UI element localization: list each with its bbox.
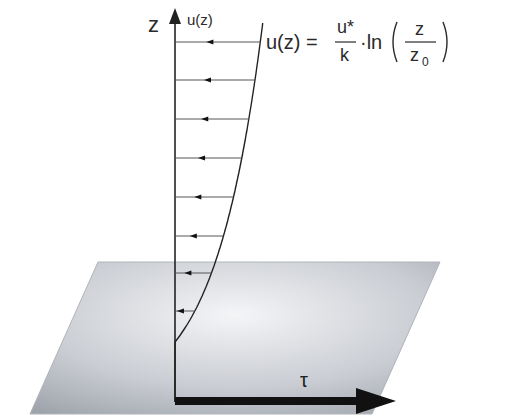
velocity-arrow-head [190,234,197,239]
velocity-arrow [175,119,249,120]
shear-stress-label: τ [300,370,308,390]
profile-label: u(z) [187,12,213,27]
formula-numerator: z [415,20,424,38]
velocity-arrow [175,80,255,81]
formula-denominator: z [410,46,419,64]
fraction-bar [335,41,356,42]
velocity-arrow-head [204,78,211,83]
velocity-arrow-head [201,117,208,122]
shear-stress-arrow-head [356,388,396,414]
velocity-arrow-head [177,309,184,314]
velocity-arrow [175,42,260,43]
axis-label: z [148,14,159,36]
velocity-arrow-head [198,156,205,161]
shear-stress-arrow [175,397,360,405]
z-axis-head [169,8,181,24]
left-parenthesis [393,22,397,62]
velocity-arrow-head [184,271,191,276]
velocity-arrow [175,236,223,237]
velocity-arrow-head [206,40,213,45]
velocity-arrow [175,197,234,198]
velocity-arrow [175,273,211,274]
formula-subscript: 0 [422,56,429,68]
velocity-arrow-head [194,195,201,200]
fraction-bar [405,41,436,42]
velocity-arrow [175,158,242,159]
velocity-profile [175,23,263,402]
formula-log: ·ln [360,32,382,52]
right-parenthesis [443,22,447,62]
formula-numerator: u* [337,18,354,36]
formula-denominator: k [340,46,349,64]
ground-plane [30,262,440,414]
profile-curve [175,23,263,402]
formula-lhs: u(z) = [266,32,318,52]
